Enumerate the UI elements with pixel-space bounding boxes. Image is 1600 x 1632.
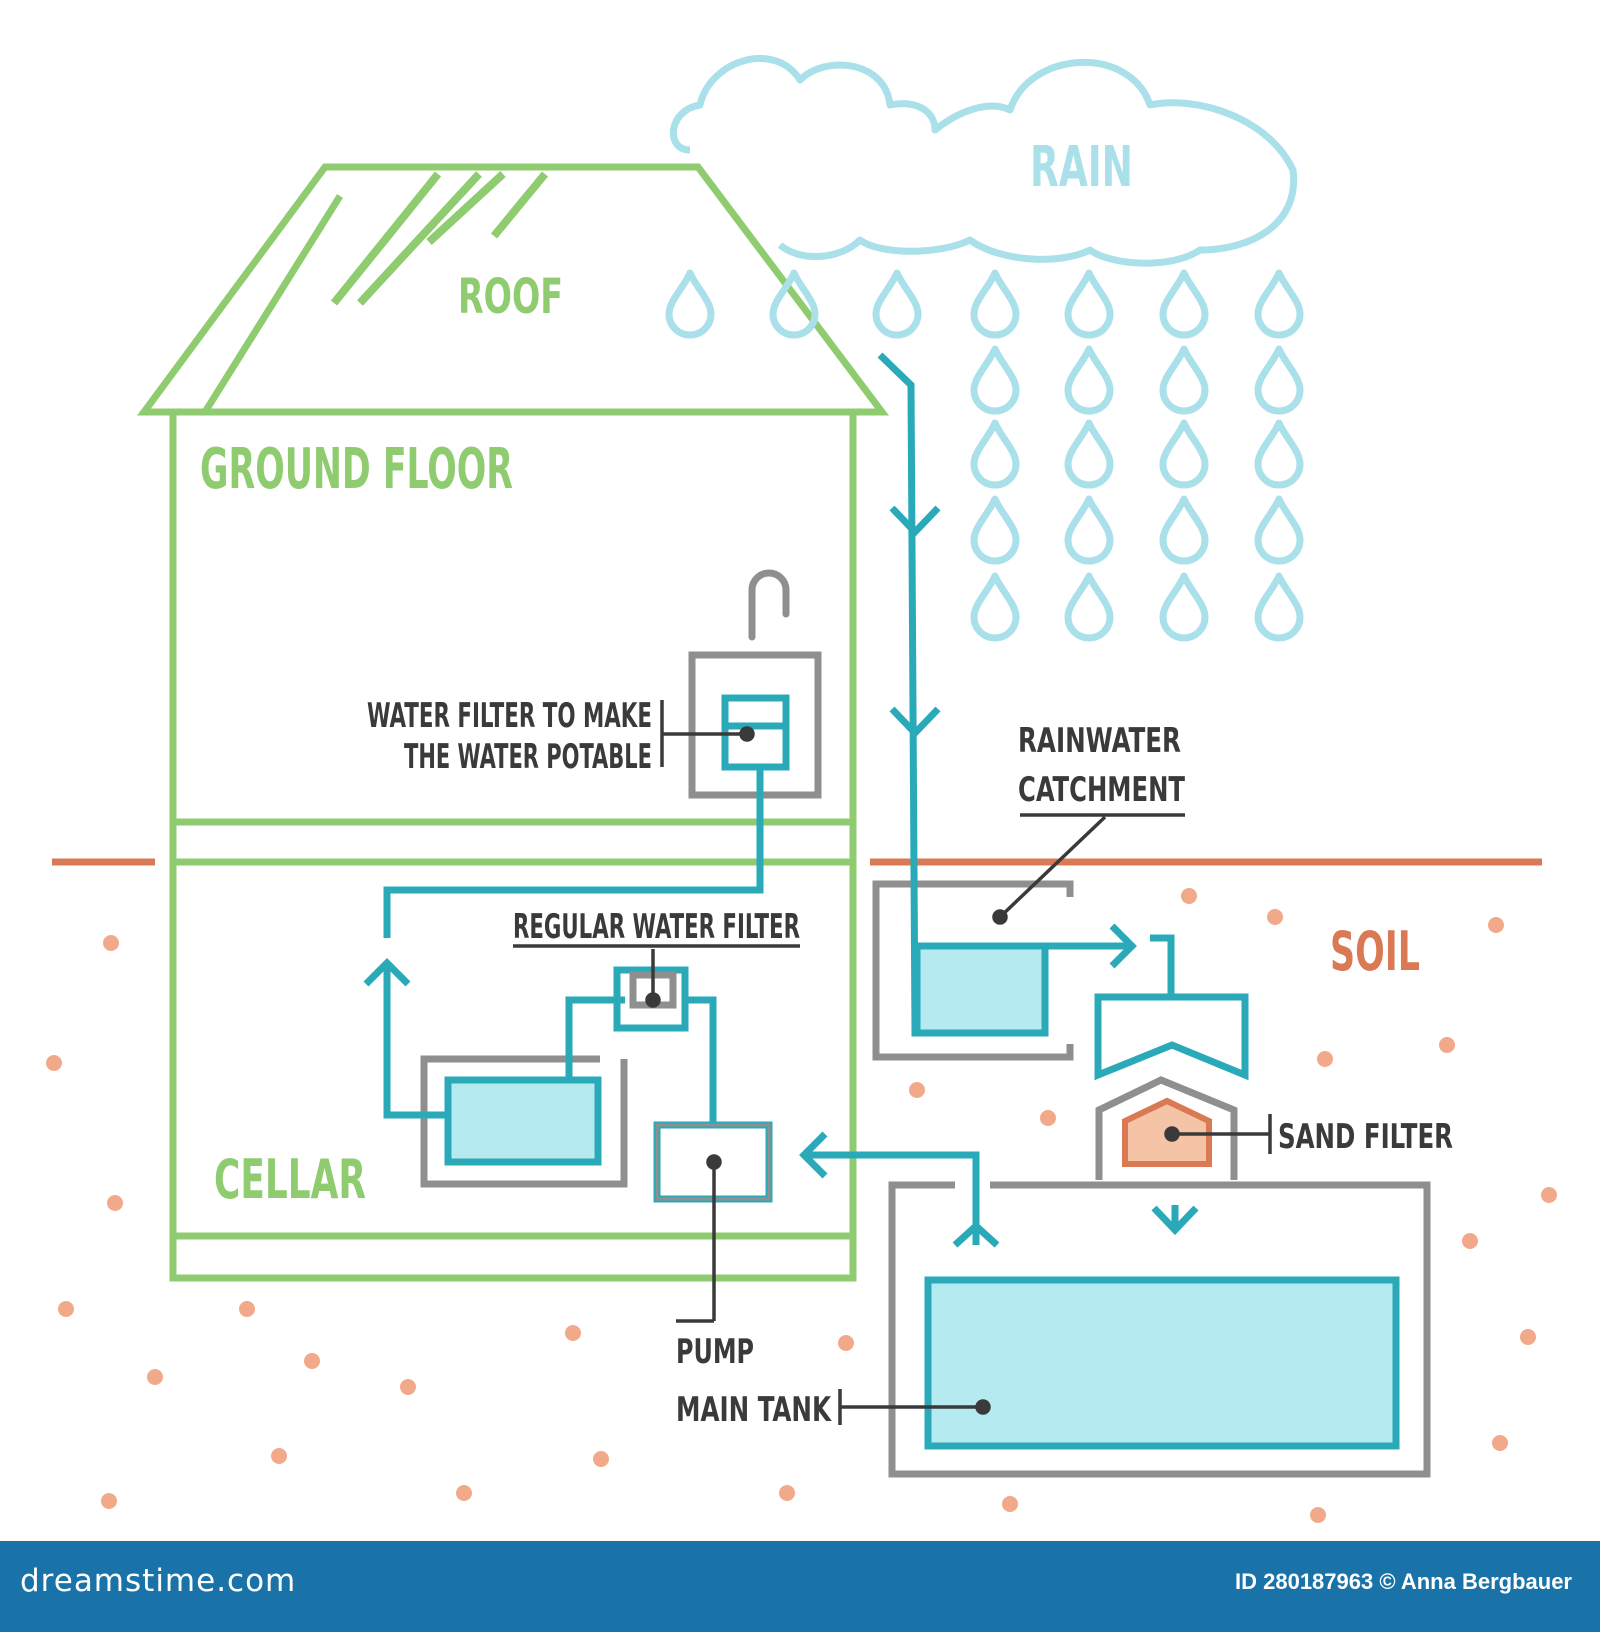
soil-label: SOIL — [1330, 920, 1420, 983]
roof-outline — [137, 163, 890, 416]
raindrop-icon — [1258, 576, 1300, 638]
raindrop-icon — [1163, 499, 1205, 561]
cloud-icon — [670, 54, 1298, 267]
soil-dots — [46, 888, 1557, 1523]
brand-logo[interactable]: dreamstime.com — [20, 1563, 297, 1599]
rainwater-label-1: RAINWATER — [1018, 721, 1181, 761]
raindrop-icon — [974, 273, 1016, 335]
sand-pre-filter — [1094, 993, 1249, 1081]
catchment-housing — [872, 880, 1074, 1061]
raindrop-icon — [1163, 576, 1205, 638]
raindrop-icon — [876, 273, 918, 335]
water-fills — [444, 942, 1400, 1450]
labels: ROOF GROUND FLOOR CELLAR RAIN SOIL WATER… — [200, 135, 1453, 1430]
pump-label: PUMP — [676, 1332, 754, 1372]
cellar-tank-in — [383, 963, 448, 1119]
regular-filter-label: REGULAR WATER FILTER — [513, 907, 800, 947]
pump-to-filter — [685, 996, 717, 1125]
pipes — [363, 352, 1249, 1248]
gray-housings — [420, 569, 1431, 1478]
raindrops — [669, 273, 1300, 638]
leaders — [645, 700, 1272, 1425]
faucet-icon — [748, 569, 790, 641]
house — [137, 163, 890, 1282]
rainwater-harvesting-diagram: ROOF GROUND FLOOR CELLAR RAIN SOIL WATER… — [46, 54, 1557, 1523]
main-to-pump — [804, 1151, 980, 1245]
raindrop-icon — [1163, 273, 1205, 335]
image-credit: ID 280187963 © Anna Bergbauer — [1235, 1569, 1572, 1594]
main-tank — [924, 1276, 1400, 1450]
footer-bar: dreamstime.com ID 280187963 © Anna Bergb… — [0, 1541, 1600, 1632]
downspout — [877, 352, 985, 1037]
cellar-tank — [444, 1076, 602, 1166]
raindrop-icon — [1068, 273, 1110, 335]
rain-label: RAIN — [1030, 135, 1133, 200]
raindrop-icon — [1163, 423, 1205, 485]
ground-floor-label: GROUND FLOOR — [200, 437, 513, 502]
potable-filter-label-1: WATER FILTER TO MAKE — [367, 696, 652, 736]
raindrop-icon — [1068, 423, 1110, 485]
raindrop-icon — [1258, 423, 1300, 485]
main-tank-label: MAIN TANK — [676, 1390, 832, 1430]
potable-filter-label-2: THE WATER POTABLE — [404, 737, 652, 777]
roof-label: ROOF — [458, 269, 563, 325]
house-walls — [169, 412, 857, 1282]
sink-housing — [688, 651, 822, 799]
to-potable — [383, 767, 764, 938]
raindrop-icon — [974, 349, 1016, 411]
cellar-label: CELLAR — [214, 1148, 366, 1211]
raindrop-icon — [1068, 499, 1110, 561]
raindrop-icon — [974, 576, 1016, 638]
raindrop-icon — [1068, 349, 1110, 411]
rainwater-label-2: CATCHMENT — [1018, 770, 1185, 810]
raindrop-icon — [669, 273, 711, 335]
sand-filter-label: SAND FILTER — [1278, 1117, 1453, 1157]
cellar-tank-housing — [420, 1055, 628, 1188]
raindrop-icon — [1258, 349, 1300, 411]
raindrop-icon — [1163, 349, 1205, 411]
main-tank-housing — [888, 1181, 1431, 1478]
raindrop-icon — [1258, 499, 1300, 561]
raindrop-icon — [974, 499, 1016, 561]
raindrop-icon — [1258, 273, 1300, 335]
catchment-water — [913, 942, 1049, 1037]
raindrop-icon — [773, 273, 815, 335]
raindrop-icon — [974, 423, 1016, 485]
raindrop-icon — [1068, 576, 1110, 638]
roof-shingles — [330, 171, 549, 306]
